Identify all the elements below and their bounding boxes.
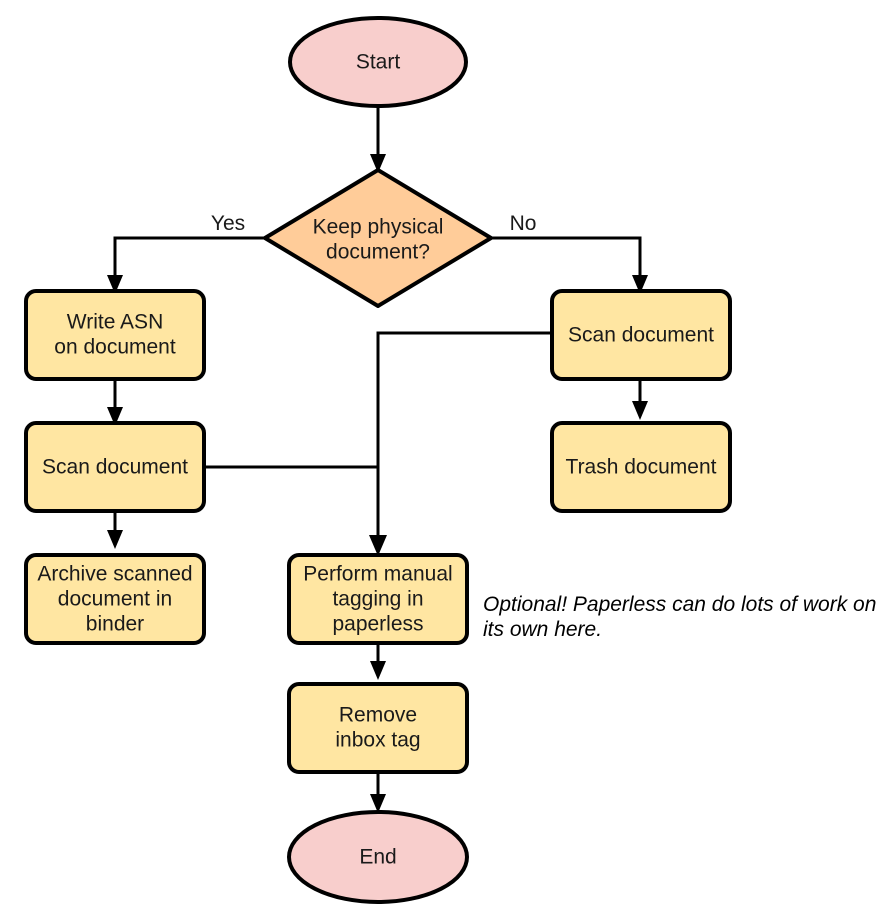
node-start[interactable]: Start bbox=[288, 16, 468, 108]
edge-label-yes: Yes bbox=[211, 212, 245, 235]
node-remove-inbox-tag[interactable]: Remove inbox tag bbox=[287, 682, 469, 774]
node-scan-document-left-label: Scan document bbox=[42, 456, 188, 479]
node-end-label: End bbox=[359, 846, 396, 869]
node-decision-label-line2: document? bbox=[326, 241, 430, 264]
node-tagging-label-line1: Perform manual bbox=[303, 563, 452, 586]
node-remove-inbox-label-line1: Remove bbox=[339, 704, 417, 727]
node-write-asn-on-document[interactable]: Write ASN on document bbox=[24, 289, 206, 381]
edge-scan-right-to-tagging bbox=[369, 331, 552, 556]
node-perform-manual-tagging[interactable]: Perform manual tagging in paperless bbox=[287, 553, 469, 645]
node-decision-keep-physical-document[interactable]: Keep physical document? bbox=[263, 168, 493, 308]
node-archive-label-line3: binder bbox=[86, 613, 144, 636]
node-archive-label-line2: document in bbox=[58, 588, 172, 611]
edge-tagging-to-remove-inbox bbox=[370, 642, 386, 680]
edge-remove-inbox-to-end bbox=[370, 772, 386, 813]
annotation-optional-note: Optional! Paperless can do lots of work … bbox=[483, 593, 876, 641]
annotation-note-line2: its own here. bbox=[483, 618, 602, 641]
node-archive-label-line1: Archive scanned bbox=[37, 563, 192, 586]
node-decision-label-line1: Keep physical bbox=[313, 216, 444, 239]
node-write-asn-label-line2: on document bbox=[54, 336, 176, 359]
node-archive-scanned-document[interactable]: Archive scanned document in binder bbox=[24, 553, 206, 645]
edge-start-to-decision bbox=[370, 106, 386, 173]
node-write-asn-label-line1: Write ASN bbox=[67, 311, 163, 334]
edge-label-no: No bbox=[510, 212, 537, 235]
node-trash-document[interactable]: Trash document bbox=[550, 421, 732, 513]
node-scan-document-left[interactable]: Scan document bbox=[24, 421, 206, 513]
node-trash-document-label: Trash document bbox=[566, 456, 717, 479]
node-start-label: Start bbox=[356, 51, 401, 74]
node-tagging-label-line2: tagging in bbox=[332, 588, 423, 611]
node-remove-inbox-label-line2: inbox tag bbox=[335, 729, 420, 752]
edge-scan-left-to-archive bbox=[107, 511, 123, 549]
edge-decision-no-to-scan-right bbox=[491, 236, 648, 294]
annotation-note-line1: Optional! Paperless can do lots of work … bbox=[483, 593, 876, 616]
node-scan-document-right[interactable]: Scan document bbox=[550, 289, 732, 381]
node-tagging-label-line3: paperless bbox=[332, 613, 423, 636]
node-end[interactable]: End bbox=[287, 810, 469, 904]
edge-write-asn-to-scan-left bbox=[107, 379, 123, 426]
edge-decision-yes-to-write-asn bbox=[107, 236, 264, 294]
node-scan-document-right-label: Scan document bbox=[568, 324, 714, 347]
edge-scan-right-to-trash bbox=[632, 379, 648, 420]
